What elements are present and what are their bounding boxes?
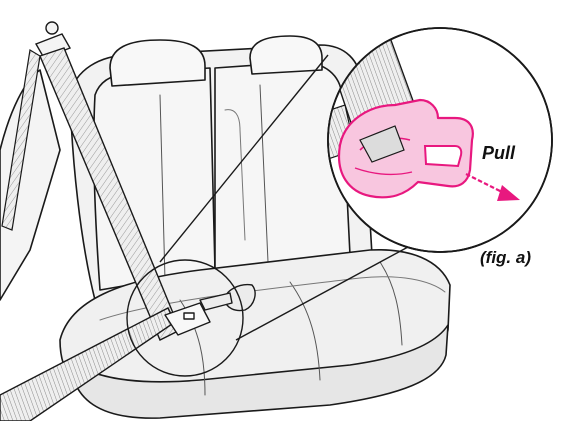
latch-slot (425, 146, 461, 166)
pull-label: Pull (482, 143, 516, 163)
headrest-right (250, 36, 322, 74)
headrest-left (110, 40, 205, 86)
figure-caption: (fig. a) (480, 248, 531, 267)
